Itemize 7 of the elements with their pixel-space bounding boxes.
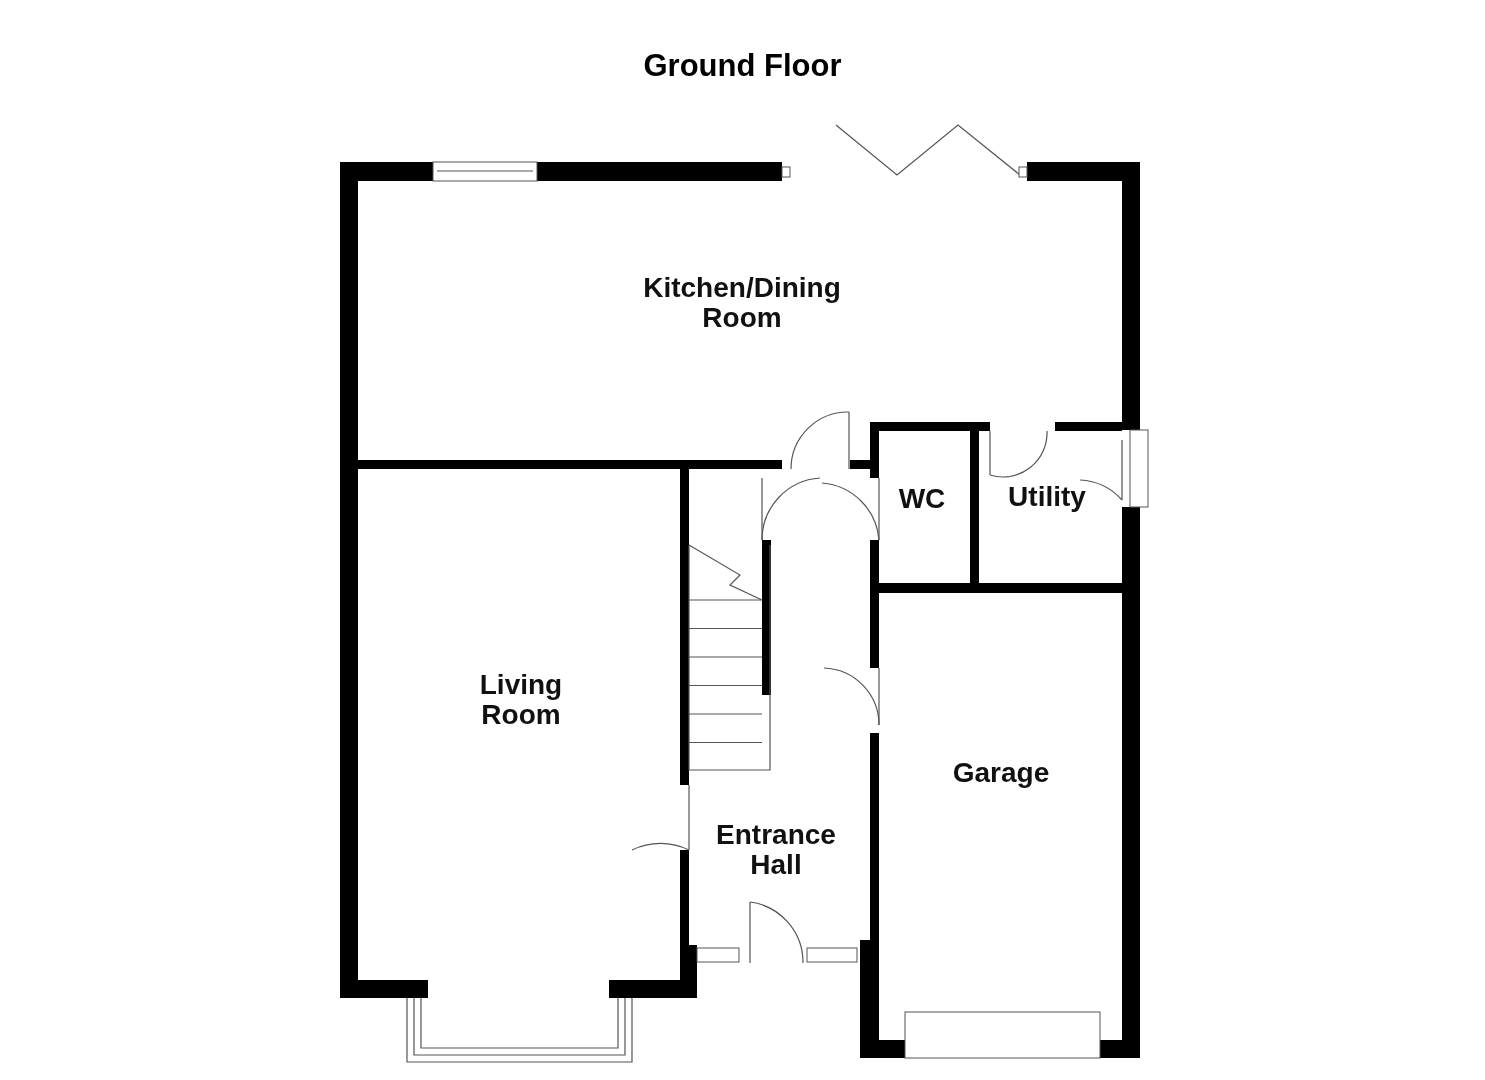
room-label: Garage [952, 758, 1050, 788]
room-label: Entrance Hall [701, 820, 851, 880]
plan-title: Ground Floor [643, 48, 842, 84]
room-label: Utility [1008, 482, 1086, 512]
room-label: WC [898, 484, 946, 514]
room-label: Kitchen/Dining Room [627, 273, 857, 333]
room-label: Living Room [451, 670, 591, 730]
